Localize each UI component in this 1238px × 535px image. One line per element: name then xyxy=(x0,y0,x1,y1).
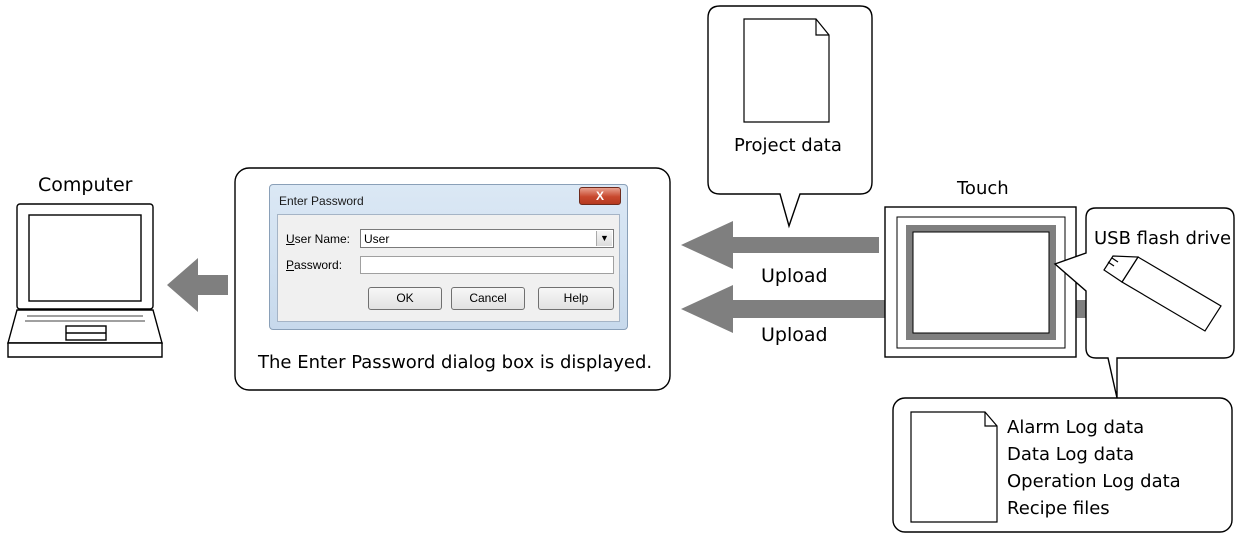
touch-panel-icon xyxy=(884,206,1077,358)
password-field[interactable] xyxy=(360,256,614,274)
list-item: Operation Log data xyxy=(1007,471,1181,492)
touch-label: Touch xyxy=(957,178,1009,199)
computer-label: Computer xyxy=(38,174,133,196)
upload-label-top: Upload xyxy=(761,265,828,287)
list-item: Recipe files xyxy=(1007,498,1110,519)
upload-arrow-top xyxy=(681,221,879,269)
help-button[interactable]: Help xyxy=(538,287,614,310)
close-button[interactable]: X xyxy=(579,187,621,205)
project-file-icon xyxy=(743,18,830,123)
laptop-icon xyxy=(7,203,163,358)
user-name-value: User xyxy=(364,232,390,246)
cancel-button[interactable]: Cancel xyxy=(451,287,525,310)
usb-callout-box xyxy=(1053,207,1235,399)
dialog-caption: The Enter Password dialog box is display… xyxy=(258,352,653,373)
upload-label-bottom: Upload xyxy=(761,324,828,346)
arrow-to-computer xyxy=(167,258,228,312)
usb-file-icon xyxy=(910,411,998,523)
user-name-label: User Name: xyxy=(286,232,351,246)
user-name-select[interactable]: User ▼ xyxy=(360,229,614,248)
ok-button[interactable]: OK xyxy=(368,287,442,310)
usb-drive-icon xyxy=(1103,255,1222,332)
list-item: Data Log data xyxy=(1007,444,1135,465)
usb-file-list: Alarm Log data Data Log data Operation L… xyxy=(1007,414,1181,522)
enter-password-dialog: Enter Password X User Name: User ▼ Passw… xyxy=(269,184,628,330)
password-label: Password: xyxy=(286,258,343,272)
chevron-down-icon[interactable]: ▼ xyxy=(596,231,612,246)
list-item: Alarm Log data xyxy=(1007,417,1145,438)
dialog-client-area: User Name: User ▼ Password: OK Cancel He… xyxy=(277,214,620,322)
project-data-label: Project data xyxy=(734,135,842,156)
dialog-title: Enter Password xyxy=(279,194,364,208)
usb-label: USB flash drive xyxy=(1094,228,1232,249)
